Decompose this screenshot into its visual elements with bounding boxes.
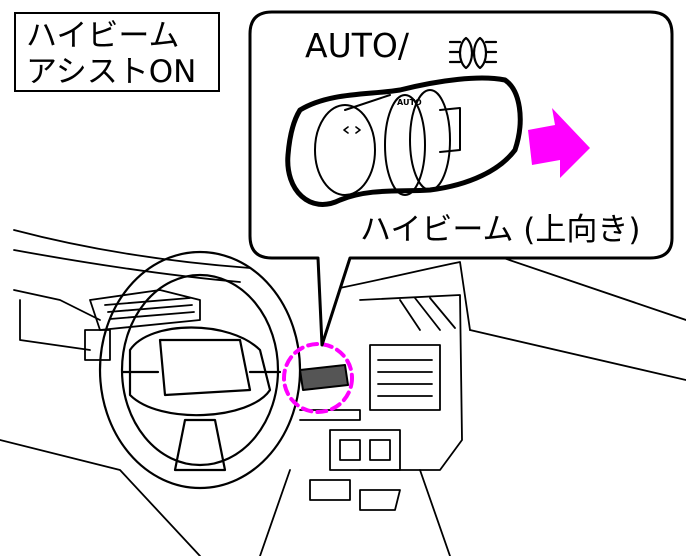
label-line-1: ハイビーム	[26, 18, 180, 54]
auto-label: AUTO/	[305, 26, 409, 65]
auto-headlight-icon	[448, 36, 498, 70]
lever-in-cabin	[299, 364, 349, 391]
label-line-2: アシストON	[26, 54, 197, 90]
push-direction-arrow	[528, 108, 590, 178]
turn-arrow-icon	[343, 126, 361, 134]
high-beam-label: ハイビーム (上向き)	[360, 212, 641, 248]
steering-wheel	[98, 250, 302, 490]
highlight-circle	[282, 342, 354, 414]
high-beam-assist-on-label: ハイビーム アシストON	[14, 12, 220, 92]
dashboard-lines	[0, 229, 686, 556]
headlight-lever-closeup	[285, 75, 523, 207]
stalk-auto-text: AUTO	[397, 98, 422, 107]
